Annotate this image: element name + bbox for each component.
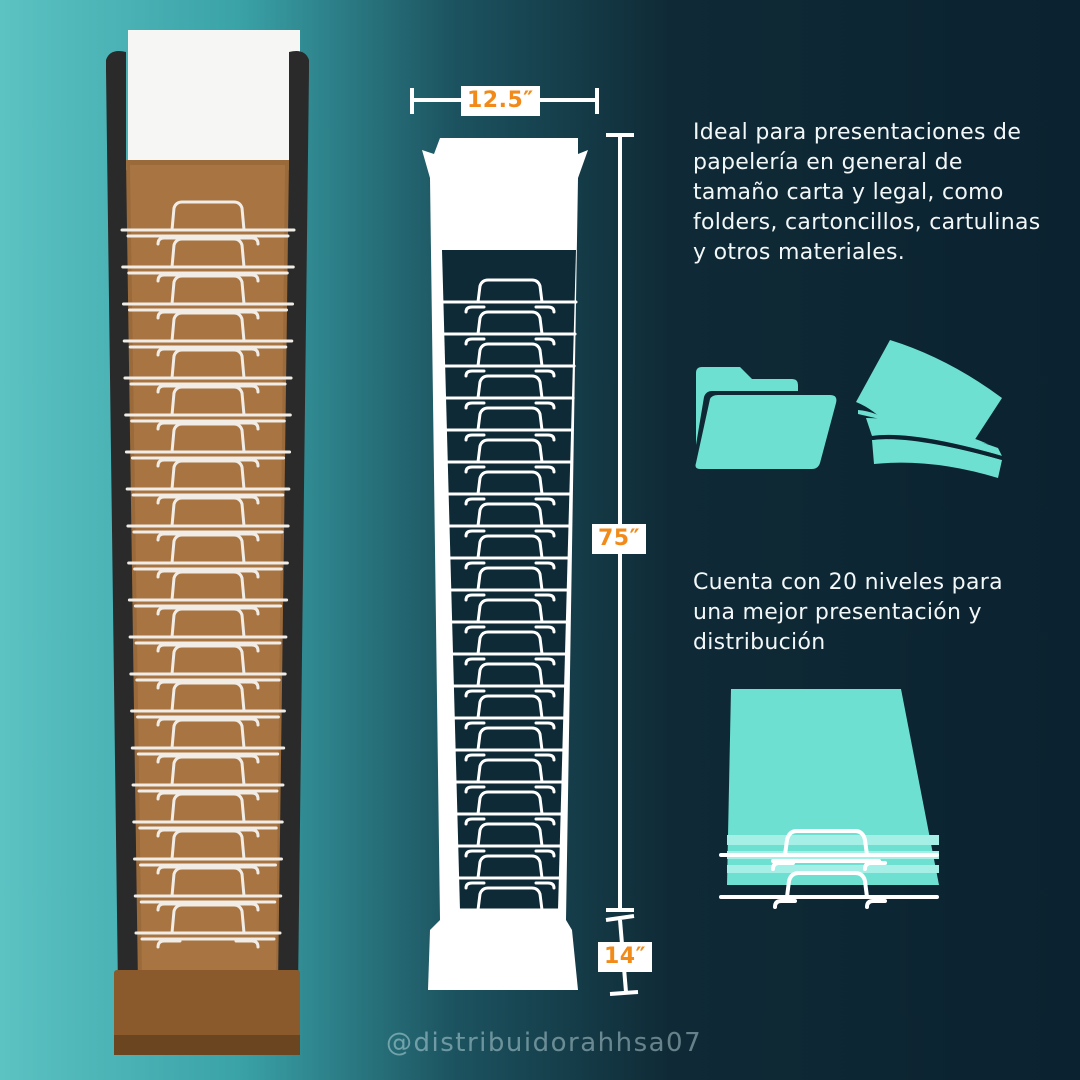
silhouette-wire-shelf [447,502,571,538]
photo-wire-shelf [129,644,287,690]
base-height-label: 14″ [598,942,652,972]
silhouette-wire-shelf [441,310,577,346]
photo-wire-shelf [132,792,284,838]
photo-wire-shelf [123,348,293,394]
photo-wire-shelf [124,422,292,468]
silhouette-wire-shelf [448,534,570,570]
product-photo-rack [106,30,309,1055]
silhouette-wire-shelf [445,438,573,474]
height-label: 75″ [592,524,646,554]
social-handle: @distribuidorahhsa07 [386,1028,703,1058]
photo-wire-shelf [128,607,288,653]
photo-wire-shelf [121,237,295,283]
silhouette-wire-shelf [457,854,561,890]
folder-icon [695,367,837,469]
description-paragraph: Ideal para presentaciones de papelería e… [693,120,1041,265]
width-label: 12.5″ [461,86,540,116]
photo-wire-shelf [130,681,286,727]
silhouette-wire-shelf [442,342,576,378]
silhouette-wire-shelf [452,694,566,730]
silhouette-wire-shelf [456,822,562,858]
photo-wire-shelf [127,570,289,616]
photo-wire-shelf [131,755,285,801]
photo-wire-shelf [133,866,283,912]
papers-icon [856,340,1003,478]
silhouette-wire-shelves [440,278,578,922]
silhouette-wire-shelf [440,278,578,314]
photo-wire-shelf [125,459,291,505]
silhouette-wire-shelf [451,662,567,698]
silhouette-wire-shelf [450,630,568,666]
levels-paragraph: Cuenta con 20 niveles para una mejor pre… [693,570,1003,655]
rack-wire-shelves [120,200,296,949]
photo-wire-shelf [124,385,292,431]
photo-wire-shelf [121,274,295,320]
rack-silhouette-diagram [422,138,588,990]
silhouette-wire-shelf [453,726,565,762]
silhouette-wire-shelf [458,886,560,922]
silhouette-wire-shelf [444,406,574,442]
photo-wire-shelf [126,496,290,542]
silhouette-wire-shelf [449,566,569,602]
photo-wire-shelf [122,311,294,357]
silhouette-wire-shelf [443,374,575,410]
shelf-detail-illustration [719,689,939,909]
photo-wire-shelf [130,718,286,764]
silhouette-wire-shelf [449,598,569,634]
silhouette-wire-shelf [454,758,564,794]
silhouette-wire-shelf [455,790,563,826]
photo-wire-shelf [133,829,283,875]
silhouette-wire-shelf [446,470,572,506]
photo-wire-shelf [127,533,289,579]
photo-wire-shelf [134,903,282,949]
photo-wire-shelf [120,200,296,246]
